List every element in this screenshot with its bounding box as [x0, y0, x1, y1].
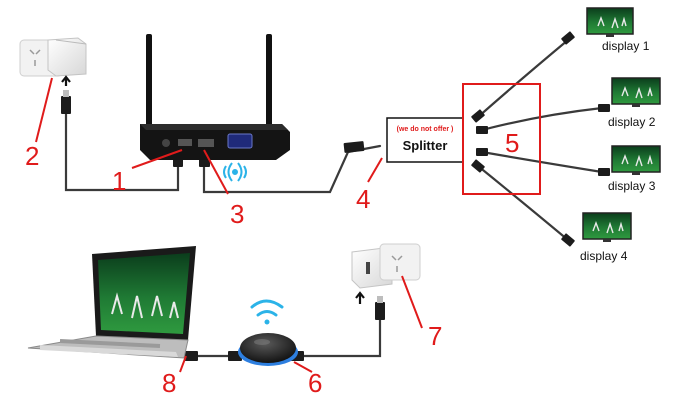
power-cable-bottom — [294, 316, 382, 358]
display-2 — [611, 77, 661, 107]
hdmi-cable-display-3 — [480, 150, 604, 174]
display-4 — [582, 212, 632, 242]
wall-charger-top — [19, 37, 87, 77]
arrow-up-icon — [61, 75, 71, 86]
callout-2: 2 — [25, 141, 39, 171]
laptop — [27, 246, 196, 359]
hdmi-cable-display-2 — [480, 106, 604, 132]
callout-5: 5 — [505, 128, 519, 158]
callout-1: 1 — [112, 166, 126, 196]
splitter-outputs-frame — [462, 83, 541, 195]
dongle-wifi-icon — [250, 299, 284, 325]
callout-8: 8 — [162, 368, 176, 398]
wall-charger-bottom — [351, 243, 421, 289]
wifi-icon — [223, 162, 247, 182]
callout-leaders — [35, 77, 423, 373]
wireless-dongle — [238, 333, 298, 366]
splitter-box — [386, 117, 464, 163]
splitter-note: (we do not offer ) — [397, 126, 454, 133]
wireless-receiver — [140, 34, 290, 160]
callout-3: 3 — [230, 199, 244, 229]
display-1 — [586, 7, 634, 37]
display-4-label: display 4 — [580, 249, 628, 263]
power-cable-top — [64, 110, 180, 192]
callout-7: 7 — [428, 321, 442, 351]
display-2-label: display 2 — [608, 115, 656, 129]
display-3 — [611, 145, 661, 175]
hdmi-cable-display-4 — [476, 164, 570, 242]
callout-6: 6 — [308, 368, 322, 398]
splitter-title: Splitter — [403, 138, 448, 153]
display-1-label: display 1 — [602, 39, 650, 53]
callout-4: 4 — [356, 184, 370, 214]
display-3-label: display 3 — [608, 179, 656, 193]
hdmi-cable-display-1 — [476, 38, 570, 119]
arrow-up-icon — [355, 291, 365, 304]
